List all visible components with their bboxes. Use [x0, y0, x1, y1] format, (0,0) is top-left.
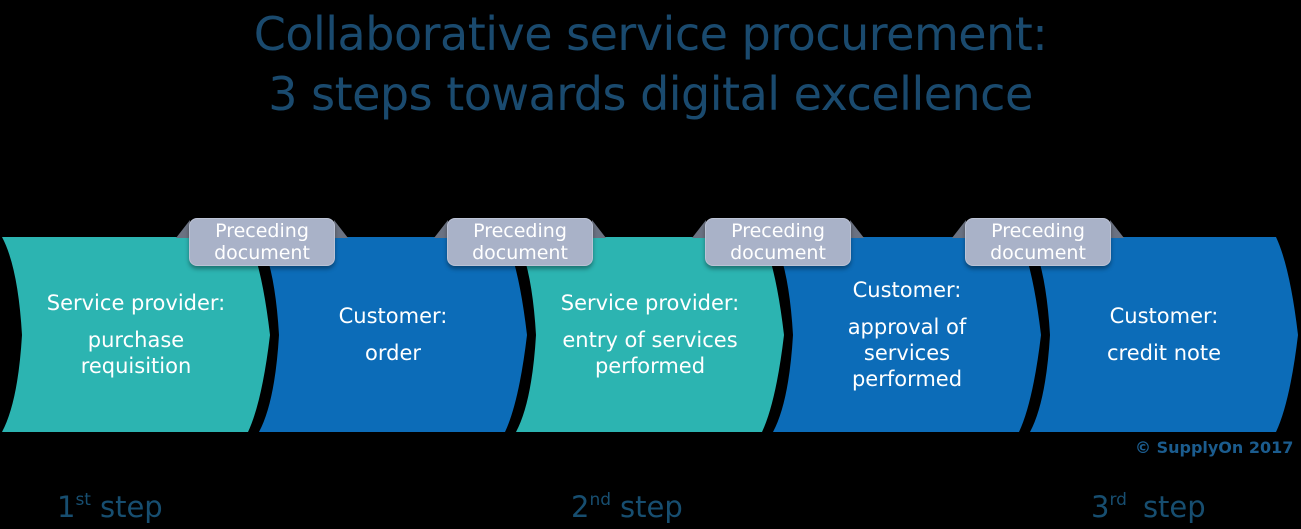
ribbon-fold-left-3: [692, 220, 706, 238]
ribbon-fold-right-2: [592, 220, 606, 238]
chevron-shape-4: [773, 237, 1041, 432]
chevron-3-document: entry of services performed: [562, 328, 738, 378]
step-1-number: 1: [57, 490, 76, 524]
step-1-word: step: [99, 490, 163, 524]
page-title-line1: Collaborative service procurement:: [253, 7, 1048, 61]
copyright-notice: © SupplyOn 2017: [1135, 438, 1294, 457]
ribbon-fold-left-1: [176, 220, 190, 238]
step-1-ordinal-suffix: st: [75, 490, 91, 511]
chevron-3-actor: Service provider:: [560, 291, 740, 315]
chevron-2-actor: Customer:: [338, 304, 448, 328]
chevron-3-text: Service provider: entry of services perf…: [540, 237, 760, 432]
chevron-shape-5: [1030, 237, 1298, 432]
preceding-document-label-1: Preceding document: [189, 218, 335, 266]
ribbon-fold-right-3: [850, 220, 864, 238]
preceding-label-line1: Preceding: [473, 220, 567, 242]
preceding-label-line1: Preceding: [215, 220, 309, 242]
preceding-label-line1: Preceding: [731, 220, 825, 242]
chevron-shape-1: [2, 237, 270, 432]
chevron-4-text: Customer: approval of services performed: [797, 237, 1017, 432]
chevron-2-text: Customer: order: [283, 237, 503, 432]
chevron-1-text: Service provider: purchase requisition: [26, 237, 246, 432]
preceding-document-label-2: Preceding document: [447, 218, 593, 266]
chevron-5-document: credit note: [1106, 341, 1222, 365]
chevron-4-actor: Customer:: [852, 278, 962, 302]
chevron-1-actor: Service provider:: [46, 291, 226, 315]
chevron-2-document: order: [365, 341, 421, 365]
preceding-label-line1: Preceding: [991, 220, 1085, 242]
step-3-ordinal-suffix: rd: [1109, 490, 1127, 511]
chevron-1-document: purchase requisition: [80, 328, 192, 378]
preceding-label-line2: document: [990, 242, 1086, 264]
ribbon-fold-left-4: [952, 220, 966, 238]
preceding-document-label-3: Preceding document: [705, 218, 851, 266]
page-title-line2: 3 steps towards digital excellence: [268, 67, 1033, 121]
preceding-label-line2: document: [472, 242, 568, 264]
step-2-word: step: [620, 490, 683, 524]
chevron-5-text: Customer: credit note: [1054, 237, 1274, 432]
chevron-shape-3: [516, 237, 784, 432]
process-flow-chevrons: [2, 237, 1298, 432]
chevron-shape-2: [259, 237, 527, 432]
ribbon-fold-left-2: [434, 220, 448, 238]
preceding-document-label-4: Preceding document: [965, 218, 1111, 266]
step-2-ordinal-suffix: nd: [589, 490, 612, 511]
ribbon-fold-right-1: [334, 220, 348, 238]
preceding-label-line2: document: [730, 242, 826, 264]
step-3-word: step: [1142, 490, 1206, 524]
chevron-4-document: approval of services performed: [847, 315, 967, 391]
preceding-label-line2: document: [214, 242, 310, 264]
chevron-5-actor: Customer:: [1109, 304, 1219, 328]
step-3-number: 3: [1091, 490, 1110, 524]
step-2-number: 2: [571, 490, 590, 524]
page-title: Collaborative service procurement: 3 ste…: [0, 4, 1301, 124]
ribbon-fold-right-4: [1110, 220, 1124, 238]
